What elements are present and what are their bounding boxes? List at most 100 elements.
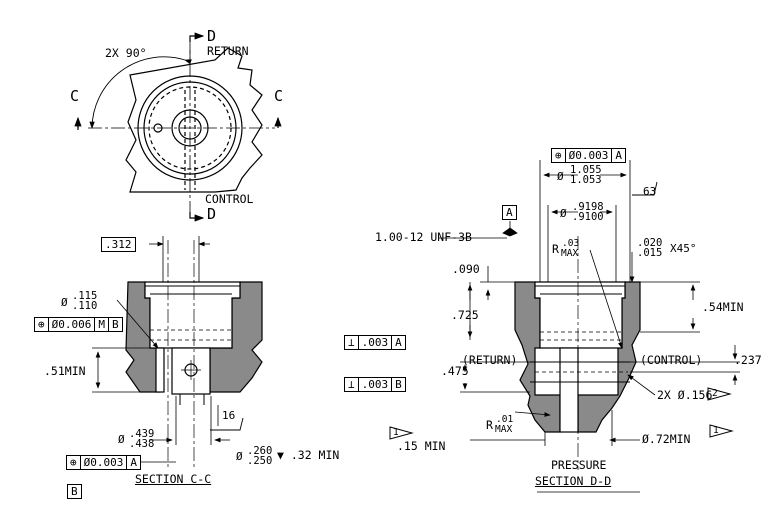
datum-b-box: B	[67, 484, 82, 499]
fcf-position-cc-bottom: ⊕ Ø0.003 A	[66, 455, 141, 470]
section-dd-title: SECTION D-D	[535, 474, 612, 488]
dia-439-lower: .438	[129, 438, 155, 450]
dia-439-upper: .439	[129, 428, 155, 440]
datum-a-box: A	[502, 205, 517, 220]
fcf-perp-a: ⊥ .003 A	[344, 335, 406, 350]
fcf-bottom-datum: A	[130, 456, 137, 469]
cut-d-bottom-arrow	[189, 212, 205, 222]
dim-72min: Ø.72MIN	[642, 432, 691, 446]
fcf-dd-top-datum: A	[615, 149, 622, 162]
datum-a-letter: A	[506, 206, 513, 219]
dia-115-lower: .110	[72, 300, 98, 312]
top-view	[74, 32, 282, 222]
dia-1055-upper: 1.055	[570, 164, 602, 176]
dia-9198-prefix: Ø	[560, 207, 567, 220]
flag-2-number: 2	[712, 388, 718, 399]
dim-312-value: .312	[105, 238, 132, 251]
cut-c-left-label: C	[70, 87, 80, 105]
section-dd-dims	[438, 160, 740, 493]
dd-control-label: (CONTROL)	[640, 353, 703, 367]
chamfer-suffix: X45°	[670, 242, 697, 255]
flag-1a-number: 1	[393, 427, 399, 438]
dia-115-stack: .115 .110	[72, 290, 98, 312]
flag-1a-triangle	[389, 426, 414, 440]
finish-63: 63	[643, 185, 657, 198]
fcf-position-ccc: ⊕ Ø0.006 M B	[34, 317, 123, 332]
fcf-bottom-value: Ø0.003	[81, 456, 128, 469]
datum-b-letter: B	[71, 485, 78, 498]
dim-237: .237	[734, 353, 762, 367]
fcf-pos-value: Ø0.006	[49, 318, 96, 331]
fcf-dd-top-value: Ø0.003	[566, 149, 613, 162]
r01-max: MAX	[495, 424, 513, 435]
cut-d-bottom-label: D	[207, 205, 217, 223]
position-symbol-icon: ⊕	[552, 149, 566, 162]
dia-9198-upper: .9198	[572, 201, 604, 213]
flag-1b-number: 1	[713, 425, 719, 436]
depth-note: ▼ .32 MIN	[277, 448, 340, 462]
r01-r: R	[486, 418, 493, 432]
fcf-pos-modifier: M	[95, 318, 109, 331]
dia-260-lower: .250	[247, 455, 273, 467]
dd-return-label: (RETURN)	[462, 353, 518, 367]
position-symbol-icon: ⊕	[35, 318, 49, 331]
flag-1b-triangle	[709, 424, 734, 438]
dia-1055-stack: 1.055 1.053	[570, 164, 602, 186]
r01-value: .01	[496, 414, 514, 425]
section-cc	[125, 240, 263, 470]
angle-note: 2X 90°	[105, 46, 147, 60]
fcf-pos-datum: B	[112, 318, 119, 331]
chamfer-lower: .015	[637, 247, 663, 259]
cut-d-top-label: D	[207, 27, 217, 45]
flags	[389, 387, 734, 440]
dia-115-prefix: Ø	[61, 296, 68, 309]
top-return-label: RETURN	[207, 44, 249, 58]
top-control-label: CONTROL	[205, 192, 254, 206]
holes-note: 2X Ø.156	[657, 388, 713, 402]
r03-r: R	[552, 242, 559, 256]
fcf-perp-b-value: .003	[359, 378, 393, 391]
perpendicular-symbol-icon: ⊥	[345, 378, 359, 391]
fcf-perp-b: ⊥ .003 B	[344, 377, 406, 392]
section-cc-title: SECTION C-C	[135, 472, 212, 486]
top-view-body-outline	[125, 47, 263, 193]
dia-1055-lower: 1.053	[570, 174, 602, 186]
dia-9198-stack: .9198 .9100	[572, 201, 604, 223]
chamfer-stack: .020 .015	[637, 237, 663, 259]
dim-51min: .51MIN	[44, 364, 86, 378]
section-dd-pressure-bore	[559, 347, 579, 433]
section-cc-pin-hole	[155, 347, 165, 393]
dim-54min: .54MIN	[702, 300, 744, 314]
r03-value: .03	[562, 238, 580, 249]
chamfer-upper: .020	[637, 237, 663, 249]
pressure-label: PRESSURE	[551, 458, 607, 472]
section-dd	[514, 236, 641, 470]
dia-260-prefix: Ø	[236, 450, 243, 463]
fcf-perp-a-datum: A	[395, 336, 402, 349]
dia-9198-lower: .9100	[572, 211, 604, 223]
dim-312-box: .312	[101, 237, 136, 252]
fcf-perp-b-datum: B	[395, 378, 402, 391]
dia-1055-prefix: Ø	[557, 170, 564, 183]
dia-115-upper: .115	[72, 290, 98, 302]
dia-439-prefix: Ø	[118, 433, 125, 446]
dim-090: .090	[452, 262, 480, 276]
dia-260-upper: .260	[247, 445, 273, 457]
r03-max: MAX	[561, 248, 579, 259]
cut-d-top-arrow	[189, 32, 205, 42]
dia-439-stack: .439 .438	[129, 428, 155, 450]
cut-c-right-label: C	[274, 87, 284, 105]
dim-725: .725	[451, 308, 479, 322]
angle-arc	[89, 56, 192, 129]
fcf-position-dd-top: ⊕ Ø0.003 A	[551, 148, 626, 163]
dim-475: .475	[441, 364, 469, 378]
dim-15min: .15 MIN	[397, 439, 446, 453]
flag-2-triangle	[707, 387, 732, 401]
dia-260-stack: .260 .250	[247, 445, 273, 467]
finish-16: 16	[222, 409, 236, 422]
perpendicular-symbol-icon: ⊥	[345, 336, 359, 349]
position-symbol-icon: ⊕	[67, 456, 81, 469]
thread-note: 1.00-12 UNF-3B	[375, 230, 472, 244]
